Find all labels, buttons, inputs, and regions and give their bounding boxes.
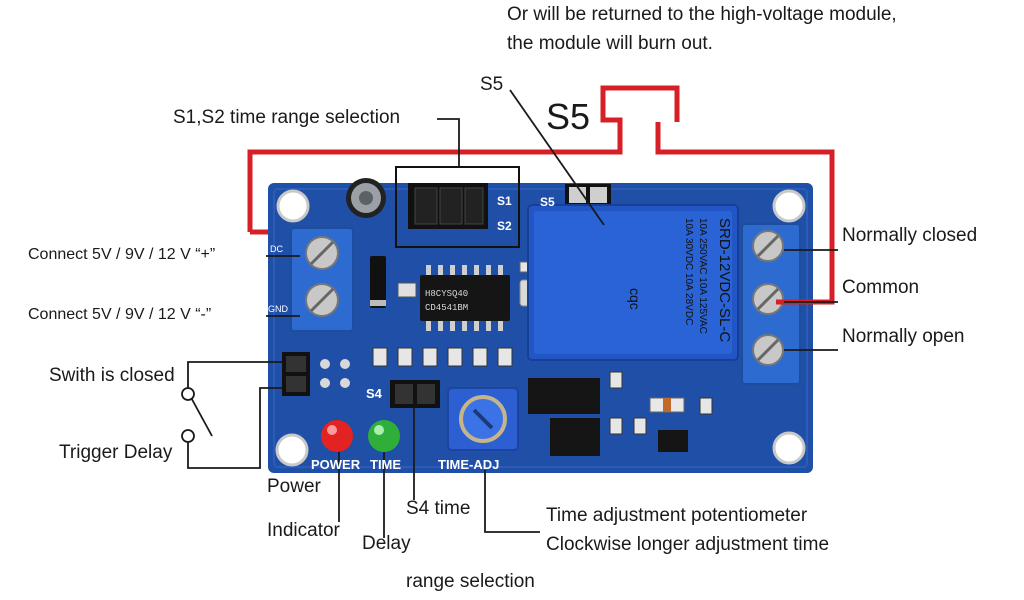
pot-label-1: Time adjustment potentiometer (546, 505, 808, 526)
connect-minus-label: Connect 5V / 9V / 12 V “-” (28, 306, 212, 323)
silk-power: POWER (311, 457, 361, 472)
relay (527, 204, 739, 361)
potentiometer (447, 387, 519, 451)
silk-s1: S1 (497, 194, 512, 208)
power-terminal-block (290, 227, 354, 332)
note-line-1: Or will be returned to the high-voltage … (507, 4, 897, 25)
capacitor (346, 178, 386, 218)
indicator-label: Indicator (267, 520, 340, 541)
mounting-holes (275, 189, 806, 467)
ic-chip (420, 265, 510, 331)
note-line-2: the module will burn out. (507, 33, 713, 54)
silk-gnd: GND (268, 304, 289, 314)
power-label: Power (267, 476, 321, 497)
switch-closed-label: Swith is closed (49, 365, 175, 386)
switch-contact-top (181, 387, 195, 401)
s5-jumper-header (565, 184, 611, 206)
trigger-delay-label: Trigger Delay (59, 442, 173, 463)
delay-label: Delay (362, 533, 411, 554)
switch-contact-bottom (181, 429, 195, 443)
silk-s2: S2 (497, 219, 512, 233)
ic-marking-2: CD4541BM (425, 303, 468, 313)
normally-open-label: Normally open (842, 326, 965, 347)
silk-s4: S4 (366, 386, 383, 401)
normally-closed-label: Normally closed (842, 225, 978, 246)
silk-time: TIME (370, 457, 401, 472)
s1-s2-highlight-box (395, 166, 520, 248)
s1s2-label: S1,S2 time range selection (173, 107, 401, 128)
s5-label-small: S5 (480, 74, 504, 95)
pot-label-2: Clockwise longer adjustment time (546, 534, 830, 555)
connect-plus-label: Connect 5V / 9V / 12 V “+” (28, 246, 216, 263)
common-label: Common (842, 277, 920, 298)
relay-terminal-block (741, 223, 801, 385)
silk-s5: S5 (540, 195, 555, 209)
relay-brand: cqc (627, 288, 643, 310)
s4-time-label: S4 time (406, 498, 471, 519)
relay-rating-2: 10A 30VDC 10A 28VDC (683, 218, 694, 325)
relay-rating-1: 10A 250VAC 10A 125VAC (697, 218, 708, 334)
silk-timeadj: TIME-ADJ (438, 457, 499, 472)
time-led (368, 420, 400, 452)
relay-model-text: SRD-12VDC-SL-C (716, 218, 733, 342)
leader-lines (187, 89, 838, 538)
s1-s2-jumper-header (408, 183, 488, 229)
range-selection-label: range selection (406, 571, 535, 592)
s4-jumper (390, 380, 440, 408)
smd-row (372, 347, 513, 367)
power-led (321, 420, 353, 452)
trigger-header (282, 352, 350, 396)
silk-dc: DC (270, 244, 283, 254)
ic-marking-1: H8CYSQ40 (425, 289, 468, 299)
s5-label-big: S5 (546, 96, 591, 137)
